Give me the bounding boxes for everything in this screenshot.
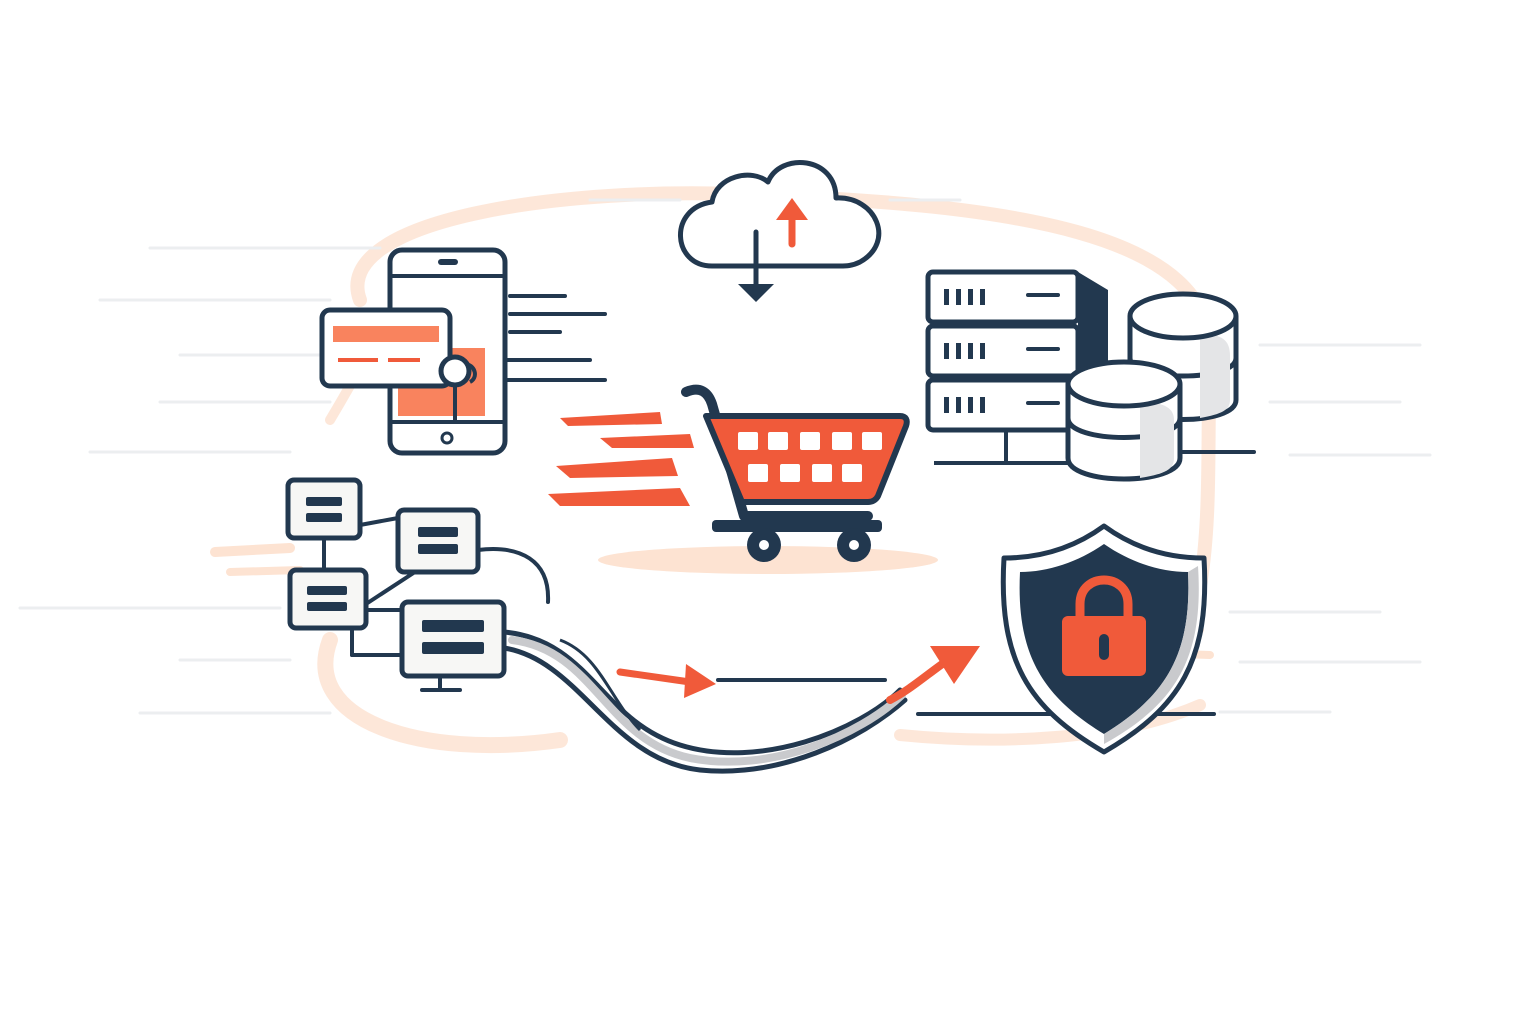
network-node	[287, 567, 369, 631]
server-database-icon	[925, 269, 1256, 482]
speed-lines	[18, 198, 1432, 715]
shopping-cart-icon	[548, 384, 910, 562]
network-nodes-icon	[285, 477, 551, 692]
network-node	[395, 507, 481, 575]
network-node-monitor	[399, 599, 507, 679]
arrow-up-right-icon	[886, 646, 980, 704]
data-cable-icon	[501, 629, 1216, 774]
cart-speed-trails	[548, 412, 694, 506]
network-node	[285, 477, 363, 541]
arrow-right-icon	[616, 664, 716, 698]
payment-card	[319, 307, 453, 389]
security-shield-icon	[1000, 523, 1208, 755]
cart-grid	[738, 432, 882, 482]
padlock-icon	[1062, 575, 1146, 676]
cart-basket	[703, 413, 910, 505]
motion-lines	[503, 294, 607, 382]
database-cylinder-front	[1065, 359, 1183, 482]
cloud-sync-icon	[678, 160, 882, 302]
mobile-checkout-icon	[319, 247, 607, 456]
tap-finger-icon	[438, 354, 477, 420]
